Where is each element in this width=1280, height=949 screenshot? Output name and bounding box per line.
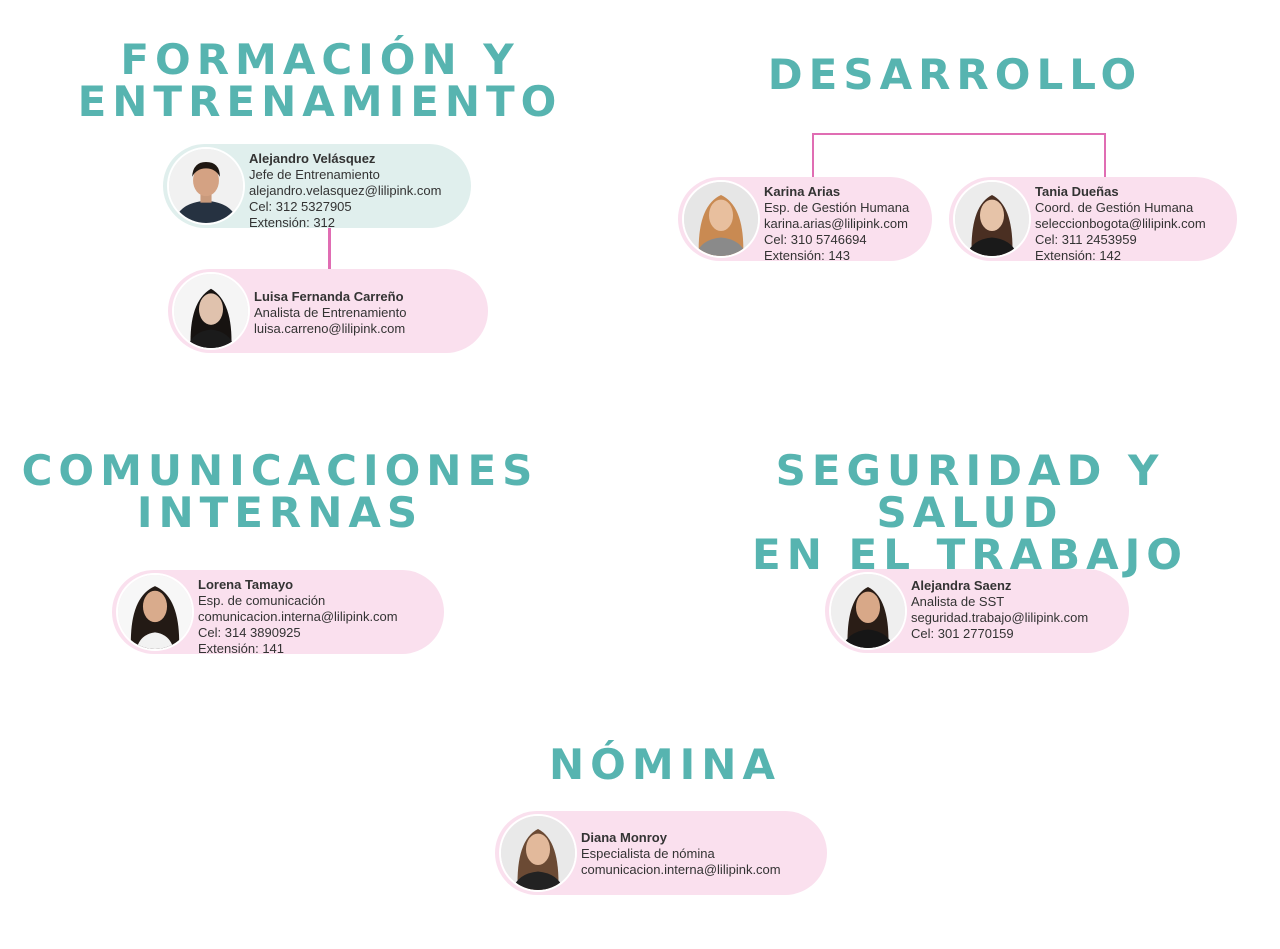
person-email: seguridad.trabajo@lilipink.com — [911, 610, 1089, 625]
person-name: Diana Monroy — [581, 830, 667, 845]
person-role: Coord. de Gestión Humana — [1035, 200, 1194, 215]
title-line: ENTRENAMIENTO — [77, 77, 563, 126]
section-title-nomina: NÓMINA — [480, 744, 850, 786]
title-line: DESARROLLO — [767, 50, 1143, 99]
person-role: Especialista de nómina — [581, 846, 715, 861]
person-name: Lorena Tamayo — [198, 577, 294, 592]
person-cel: Cel: 301 2770159 — [911, 626, 1014, 641]
person-ext: Extensión: 141 — [198, 641, 285, 656]
person-cel: Cel: 312 5327905 — [249, 199, 352, 214]
person-photo-avatar — [499, 814, 577, 892]
person-info: Diana Monroy Especialista de nómina comu… — [581, 830, 781, 878]
person-email: alejandro.velasquez@lilipink.com — [249, 183, 442, 198]
person-email: luisa.carreno@lilipink.com — [254, 321, 406, 336]
person-card-luisa-carreno: Luisa Fernanda Carreño Analista de Entre… — [168, 269, 488, 353]
title-line: SEGURIDAD Y SALUD — [775, 446, 1165, 537]
person-email: seleccionbogota@lilipink.com — [1035, 216, 1206, 231]
person-role: Esp. de Gestión Humana — [764, 200, 910, 215]
person-role: Analista de Entrenamiento — [254, 305, 407, 320]
person-card-lorena-tamayo: Lorena Tamayo Esp. de comunicación comun… — [112, 570, 444, 657]
person-photo-avatar — [167, 147, 245, 225]
section-title-formacion: FORMACIÓN Y ENTRENAMIENTO — [40, 39, 600, 123]
person-ext: Extensión: 312 — [249, 215, 336, 230]
section-title-desarrollo: DESARROLLO — [700, 54, 1210, 96]
person-info: Lorena Tamayo Esp. de comunicación comun… — [198, 577, 398, 657]
person-name: Alejandra Saenz — [911, 578, 1012, 593]
section-title-seguridad: SEGURIDAD Y SALUD EN EL TRABAJO — [690, 450, 1250, 576]
person-info: Alejandra Saenz Analista de SST segurida… — [911, 578, 1088, 642]
connector-line-desarrollo — [812, 133, 1106, 177]
title-line: INTERNAS — [136, 488, 424, 537]
title-line: EN EL TRABAJO — [752, 530, 1188, 579]
title-line: FORMACIÓN Y — [120, 35, 520, 84]
person-role: Analista de SST — [911, 594, 1005, 609]
person-cel: Cel: 310 5746694 — [764, 232, 867, 247]
person-info: Luisa Fernanda Carreño Analista de Entre… — [254, 289, 406, 337]
connector-line-formacion — [328, 228, 331, 270]
person-card-alejandra-saenz: Alejandra Saenz Analista de SST segurida… — [825, 569, 1129, 653]
person-ext: Extensión: 143 — [764, 248, 851, 263]
person-photo-avatar — [829, 572, 907, 650]
person-email: karina.arias@lilipink.com — [764, 216, 908, 231]
person-info: Tania Dueñas Coord. de Gestión Humana se… — [1035, 184, 1206, 264]
person-photo-avatar — [953, 180, 1031, 258]
section-title-comunicaciones: COMUNICACIONES INTERNAS — [10, 450, 550, 534]
person-role: Esp. de comunicación — [198, 593, 326, 608]
person-card-tania-duenas: Tania Dueñas Coord. de Gestión Humana se… — [949, 177, 1237, 264]
person-name: Luisa Fernanda Carreño — [254, 289, 404, 304]
person-role: Jefe de Entrenamiento — [249, 167, 380, 182]
person-photo-avatar — [682, 180, 760, 258]
person-card-diana-monroy: Diana Monroy Especialista de nómina comu… — [495, 811, 827, 895]
title-line: COMUNICACIONES — [21, 446, 539, 495]
person-ext: Extensión: 142 — [1035, 248, 1122, 263]
person-name: Tania Dueñas — [1035, 184, 1119, 199]
person-card-karina-arias: Karina Arias Esp. de Gestión Humana kari… — [678, 177, 932, 264]
person-photo-avatar — [172, 272, 250, 350]
person-info: Alejandro Velásquez Jefe de Entrenamient… — [249, 151, 441, 231]
title-line: NÓMINA — [549, 740, 781, 789]
person-photo-avatar — [116, 573, 194, 651]
person-email: comunicacion.interna@lilipink.com — [198, 609, 398, 624]
person-email: comunicacion.interna@lilipink.com — [581, 862, 781, 877]
person-cel: Cel: 314 3890925 — [198, 625, 301, 640]
person-cel: Cel: 311 2453959 — [1035, 232, 1137, 247]
person-info: Karina Arias Esp. de Gestión Humana kari… — [764, 184, 909, 264]
person-card-alejandro-velasquez: Alejandro Velásquez Jefe de Entrenamient… — [163, 144, 471, 231]
person-name: Karina Arias — [764, 184, 841, 199]
person-name: Alejandro Velásquez — [249, 151, 376, 166]
